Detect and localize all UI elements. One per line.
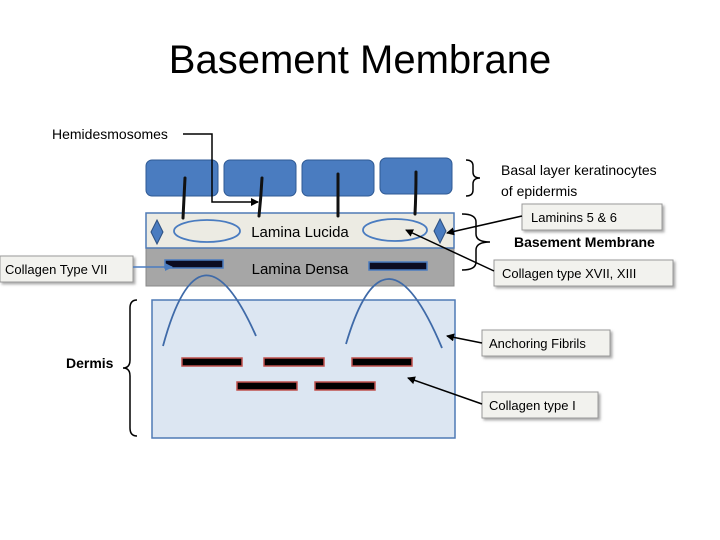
collagen-i-bar [314,381,376,391]
laminins-arrow [446,215,523,236]
collagen-xvii-diamond [150,218,164,246]
collagen-vii-bar [164,259,224,269]
dermis-label: Dermis [66,355,114,371]
basal-layer-brace [465,159,481,197]
laminin-ellipse [362,218,428,242]
collagen-xvii-diamond [433,217,447,245]
hemidesmosome-filaments [181,170,418,220]
collagen-vii-callout [0,255,134,283]
basal-layer-label-line2: of epidermis [501,183,577,199]
collagen-vii-bar [368,261,428,271]
basal-layer-label-line1: Basal layer keratinocytes [501,162,657,178]
basement-membrane-label: Basement Membrane [514,234,655,250]
collagen-i-callout [481,391,599,419]
keratinocytes [145,157,453,197]
collagen-i-bar [181,357,243,367]
collagen-i-label: Collagen type I [489,398,576,413]
laminin-ellipse [173,219,241,243]
collagen-i-bar [351,357,413,367]
collagen-i-bars [181,357,413,391]
dermis-brace [122,299,138,437]
lamina-lucida-label: Lamina Lucida [251,224,349,241]
collagen-xvii-label: Collagen type XVII, XIII [502,266,636,281]
lamina-densa-label: Lamina Densa [252,261,349,278]
anchoring-fibrils [162,274,443,349]
collagen-i-bar [263,357,325,367]
collagen-xvii-callout [493,259,674,287]
dermis-region [151,299,456,439]
collagen-vii-label: Collagen Type VII [5,262,107,277]
laminins-callout [521,203,663,231]
collagen-i-bar [236,381,298,391]
collagen-xvii-arrow [405,229,495,272]
basement-membrane-brace [461,213,491,271]
keratinocyte-cell [145,159,219,197]
anchoring-fibrils-label: Anchoring Fibrils [489,336,586,351]
hemidesmosomes-connector [183,133,259,206]
collagen-i-arrow [407,376,483,405]
anchoring-fibrils-callout [481,329,611,357]
laminins-label: Laminins 5 & 6 [531,210,617,225]
slide-title: Basement Membrane [168,38,552,82]
anchoring-fibrils-arrow [446,333,483,344]
hemidesmosomes-label: Hemidesmosomes [52,126,168,142]
